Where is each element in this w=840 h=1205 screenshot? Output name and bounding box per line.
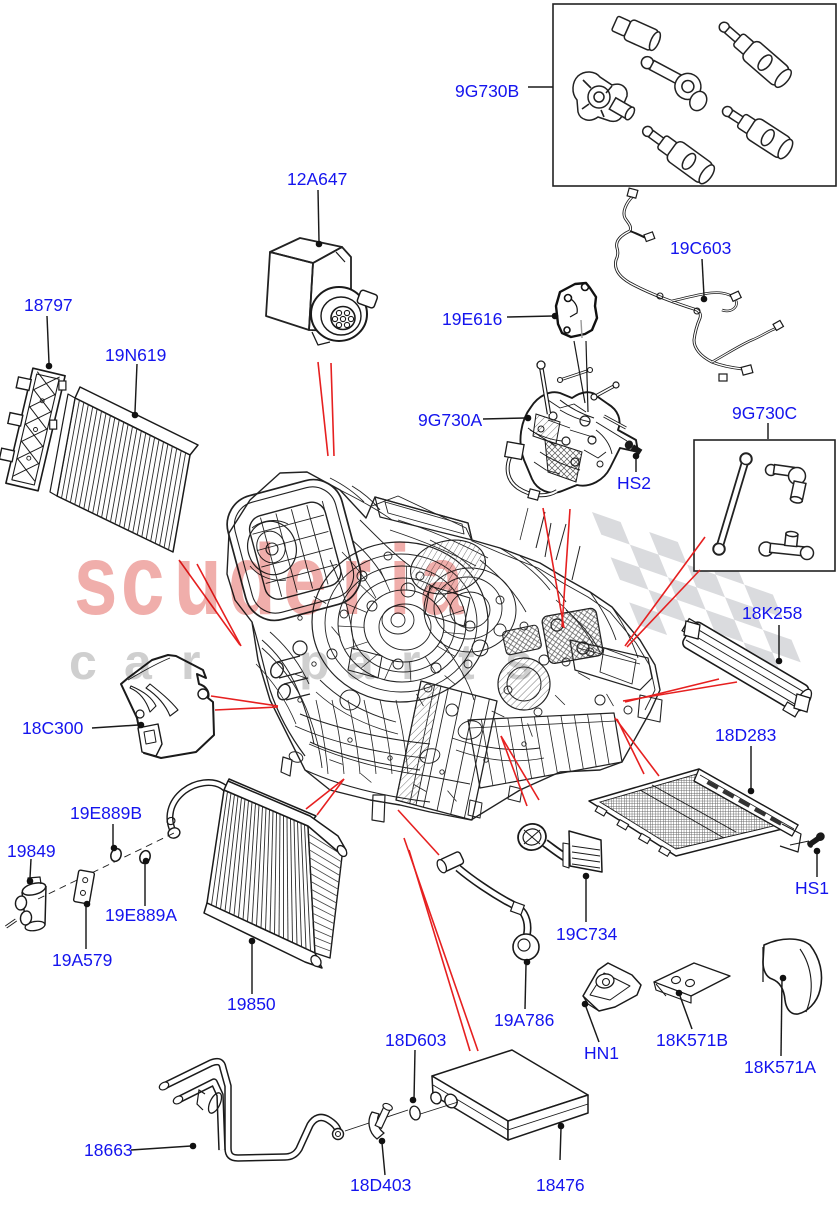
svg-text:18D403: 18D403 xyxy=(350,1175,411,1195)
svg-text:t: t xyxy=(458,634,475,690)
svg-text:s: s xyxy=(505,634,533,690)
svg-text:18663: 18663 xyxy=(84,1140,133,1160)
svg-text:a: a xyxy=(124,634,153,690)
svg-text:19E889B: 19E889B xyxy=(70,803,142,823)
svg-text:18K258: 18K258 xyxy=(742,603,802,623)
svg-text:12A647: 12A647 xyxy=(287,169,347,189)
svg-text:s: s xyxy=(74,525,117,637)
svg-text:18476: 18476 xyxy=(536,1175,585,1195)
svg-text:19A579: 19A579 xyxy=(52,950,112,970)
svg-text:19E616: 19E616 xyxy=(442,309,502,329)
svg-text:c: c xyxy=(121,525,164,637)
svg-text:19850: 19850 xyxy=(227,994,276,1014)
svg-text:c: c xyxy=(69,634,97,690)
svg-text:r: r xyxy=(401,634,420,690)
svg-text:r: r xyxy=(341,525,371,637)
svg-text:a: a xyxy=(346,634,375,690)
svg-text:HS1: HS1 xyxy=(795,878,829,898)
svg-text:d: d xyxy=(228,525,276,637)
svg-text:u: u xyxy=(174,525,222,637)
svg-text:19C734: 19C734 xyxy=(556,924,618,944)
svg-text:r: r xyxy=(181,634,200,690)
svg-text:18K571B: 18K571B xyxy=(656,1030,728,1050)
svg-text:p: p xyxy=(299,634,330,690)
svg-text:19N619: 19N619 xyxy=(105,345,166,365)
svg-text:i: i xyxy=(389,525,411,637)
svg-text:18797: 18797 xyxy=(24,295,73,315)
svg-text:9G730C: 9G730C xyxy=(732,403,797,423)
svg-text:19E889A: 19E889A xyxy=(105,905,177,925)
svg-text:19C603: 19C603 xyxy=(670,238,731,258)
svg-text:e: e xyxy=(283,525,326,637)
svg-text:9G730B: 9G730B xyxy=(455,81,519,101)
svg-text:18D603: 18D603 xyxy=(385,1030,446,1050)
svg-text:19849: 19849 xyxy=(7,841,56,861)
svg-text:18K571A: 18K571A xyxy=(744,1057,816,1077)
svg-text:HN1: HN1 xyxy=(584,1043,619,1063)
svg-text:19A786: 19A786 xyxy=(494,1010,554,1030)
svg-text:18D283: 18D283 xyxy=(715,725,776,745)
svg-text:a: a xyxy=(420,525,464,637)
svg-text:HS2: HS2 xyxy=(617,473,651,493)
svg-text:18C300: 18C300 xyxy=(22,718,84,738)
svg-text:9G730A: 9G730A xyxy=(418,410,483,430)
